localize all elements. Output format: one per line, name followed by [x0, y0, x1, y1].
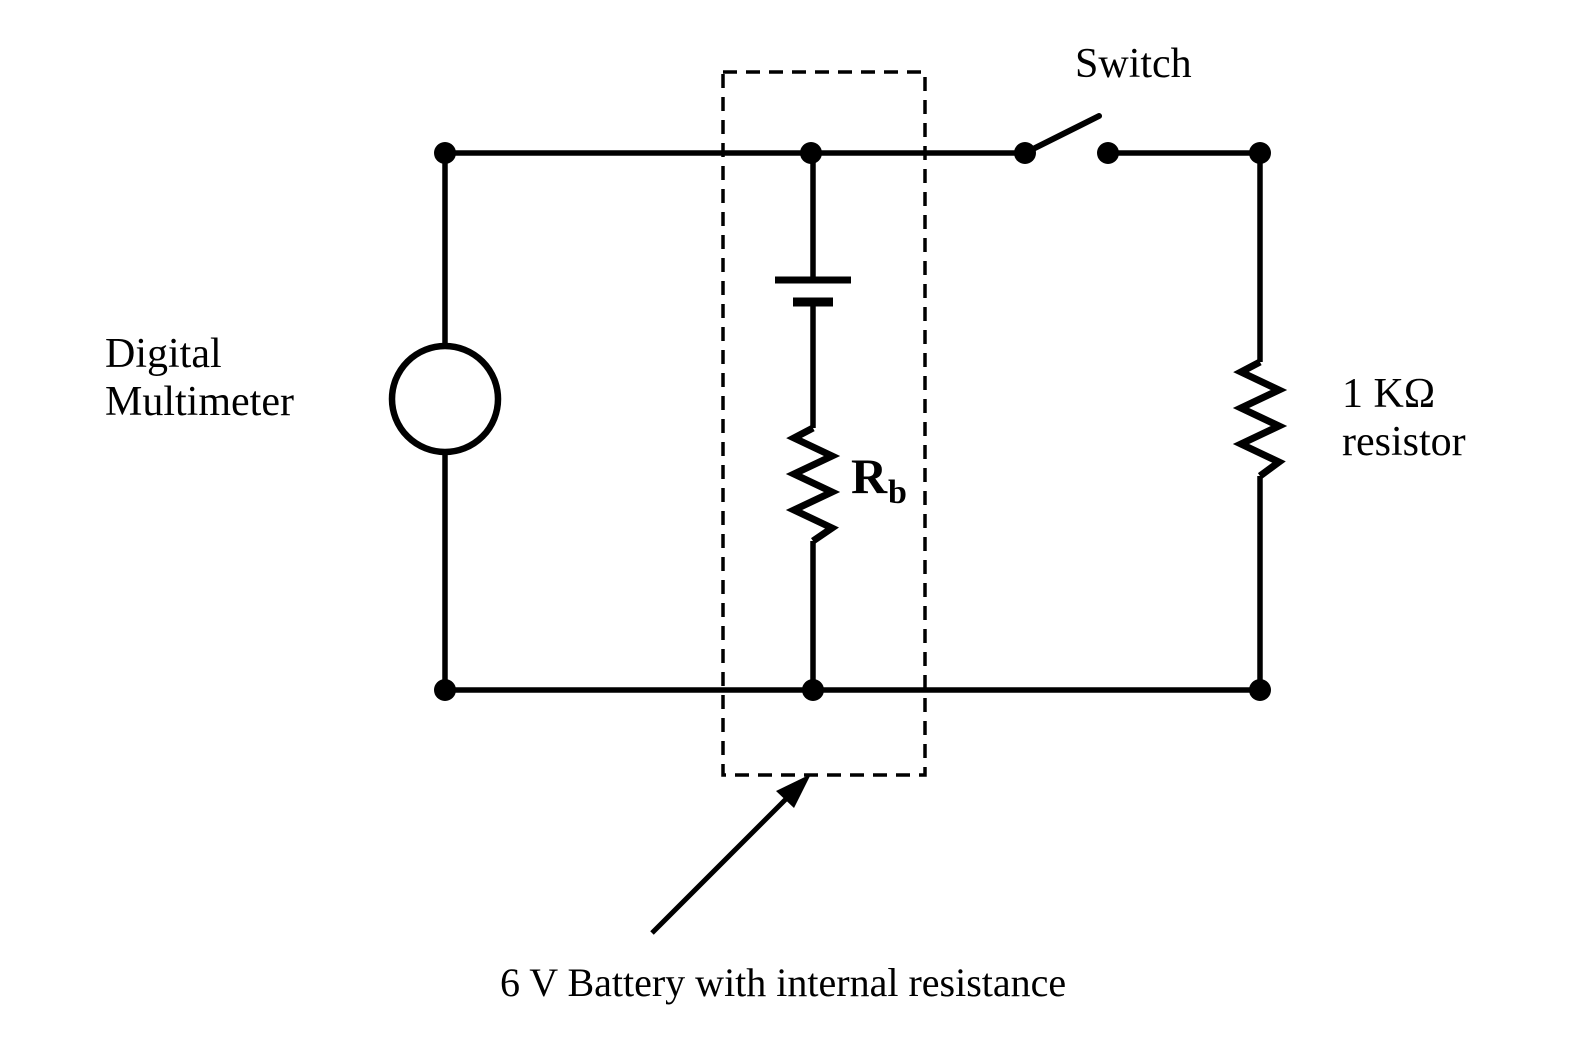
junction-dot-battery-bottom — [802, 679, 824, 701]
multimeter-label-line1: Digital — [105, 331, 222, 377]
junction-dot-bottom-right — [1249, 679, 1271, 701]
battery-dashed-boundary-box — [721, 70, 927, 777]
multimeter-label-line2: Multimeter — [105, 379, 294, 425]
internal-resistance-label-subscript: b — [888, 474, 907, 511]
switch-terminal-left-dot — [1014, 142, 1036, 164]
load-resistor-zigzag — [1232, 358, 1288, 479]
switch-terminal-right-dot — [1097, 142, 1119, 164]
junction-dot-top-right — [1249, 142, 1271, 164]
multimeter-symbol — [388, 342, 502, 456]
load-resistor-label-line1: 1 KΩ — [1342, 371, 1435, 417]
internal-resistance-zigzag — [785, 424, 841, 544]
switch-label: Switch — [1075, 41, 1192, 87]
battery-caption: 6 V Battery with internal resistance — [500, 960, 1066, 1005]
junction-dot-bottom-left — [434, 679, 456, 701]
junction-dot-top-left — [434, 142, 456, 164]
switch-blade — [1022, 113, 1102, 156]
caption-arrowhead-icon — [776, 774, 811, 808]
internal-resistance-label: R — [851, 448, 888, 504]
load-resistor-label-line2: resistor — [1342, 419, 1466, 465]
junction-dot-battery-top — [800, 142, 822, 164]
caption-arrow-shaft — [650, 795, 790, 935]
